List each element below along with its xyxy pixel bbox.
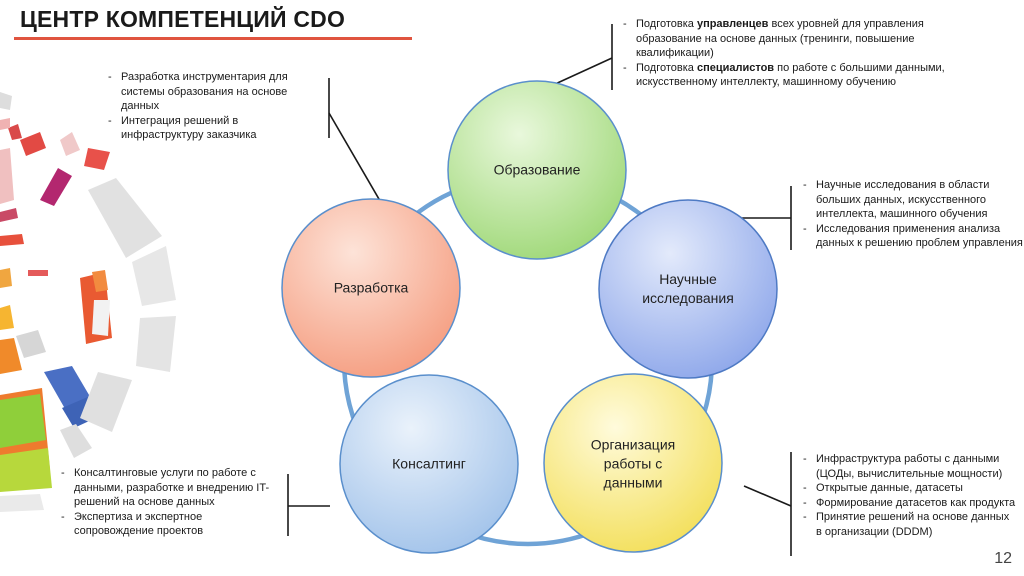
research-label: Научные исследования <box>642 271 734 306</box>
consulting-circle[interactable] <box>339 374 519 554</box>
decorative-burst <box>0 92 176 512</box>
development-label: Разработка <box>333 279 409 296</box>
research-circle[interactable] <box>598 199 778 379</box>
data-organization-circle[interactable] <box>543 373 723 553</box>
data-organization-note: Инфраструктура работы с данными (ЦОДы, в… <box>802 452 1017 539</box>
page-number: 12 <box>994 550 1012 567</box>
education-label: Образование <box>493 161 581 178</box>
development-note-item: Разработка инструментария для системы об… <box>107 70 307 114</box>
data-organization-label: Организация работы с данными <box>590 436 676 491</box>
data-organization-note-item: Формирование датасетов как продукта <box>802 496 1017 511</box>
development-circle[interactable] <box>281 198 461 378</box>
data-organization-note-item: Принятие решений на основе данных в орга… <box>802 510 1017 539</box>
development-note-item: Интеграция решений в инфраструктуру зака… <box>107 114 307 143</box>
consulting-note-item: Консалтинговые услуги по работе с данным… <box>60 466 275 510</box>
education-note-item: Подготовка управленцев всех уровней для … <box>622 17 967 61</box>
data-organization-note-item: Инфраструктура работы с данными (ЦОДы, в… <box>802 452 1017 481</box>
education-note: Подготовка управленцев всех уровней для … <box>622 17 967 90</box>
data-organization-note-item: Открытые данные, датасеты <box>802 481 1017 496</box>
consulting-note-item: Экспертиза и экспертное сопровождение пр… <box>60 510 275 539</box>
research-note-item: Исследования применения анализа данных к… <box>802 222 1024 251</box>
development-note: Разработка инструментария для системы об… <box>107 70 307 143</box>
page-title: ЦЕНТР КОМПЕТЕНЦИЙ CDO <box>20 6 346 32</box>
education-circle[interactable] <box>447 80 627 260</box>
research-note: Научные исследования в области больших д… <box>802 178 1024 251</box>
callout-lines <box>287 24 792 556</box>
consulting-note: Консалтинговые услуги по работе с данным… <box>60 466 275 539</box>
consulting-label: Консалтинг <box>392 455 466 472</box>
title-underline <box>14 37 412 40</box>
education-note-item: Подготовка специалистов по работе с боль… <box>622 61 967 90</box>
research-note-item: Научные исследования в области больших д… <box>802 178 1024 222</box>
